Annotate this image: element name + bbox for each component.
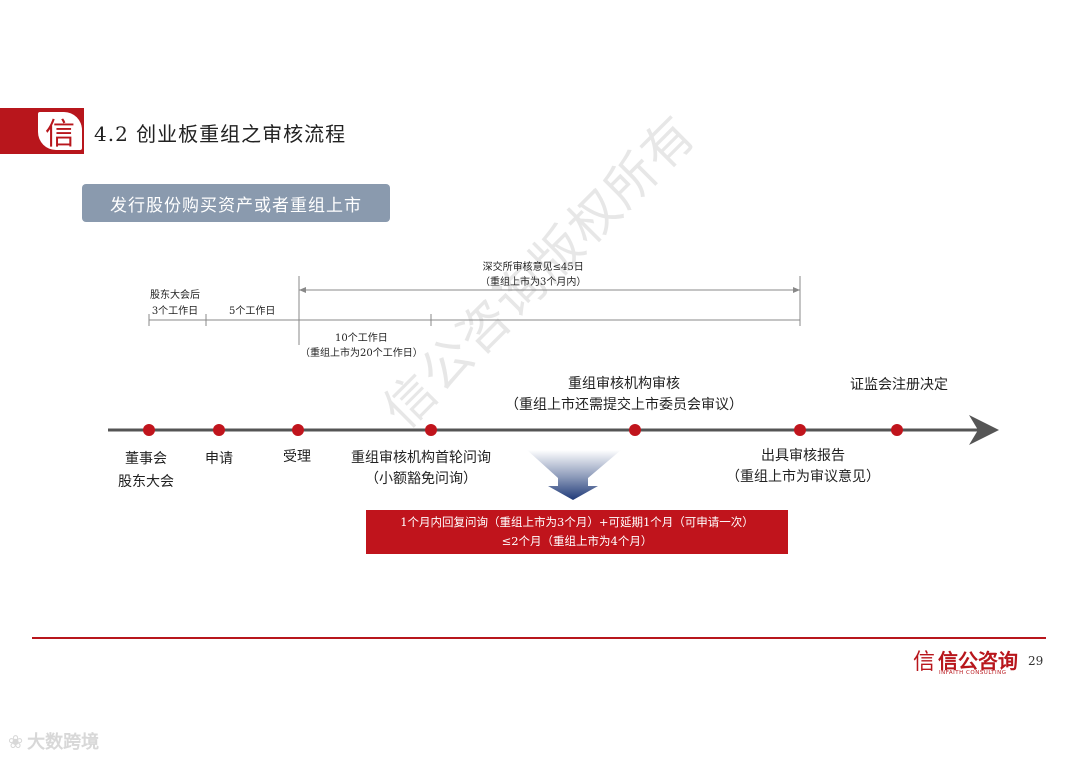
szse-range-left-arrow <box>299 287 306 293</box>
szse-review-label: 深交所审核意见≤45日 （重组上市为3个月内） <box>480 262 587 288</box>
report-label: 出具审核报告 （重组上市为审议意见） <box>726 448 880 485</box>
csrc-decision-label: 证监会注册决定 <box>850 377 948 393</box>
brand-logo-icon: 信 <box>38 112 82 152</box>
node-review-org <box>629 424 641 436</box>
brand-paw-icon: ❀ <box>8 732 24 753</box>
node-apply <box>213 424 225 436</box>
header-logo-block: 信 <box>0 108 84 154</box>
after-meeting-label: 股东大会后 3个工作日 <box>150 290 200 317</box>
page-number: 29 <box>1028 654 1044 668</box>
footer-brand-name: 信公咨询 <box>938 649 1018 673</box>
apply-label: 申请 <box>205 451 233 467</box>
funnel-down-arrow-icon <box>527 450 621 500</box>
first-inquiry-label: 重组审核机构首轮问询 （小额豁免问询） <box>351 450 491 487</box>
szse-range-right-arrow <box>793 287 800 293</box>
node-first-inquiry <box>425 424 437 436</box>
node-report <box>794 424 806 436</box>
board-label: 董事会 股东大会 <box>118 451 174 490</box>
review-org-label: 重组审核机构审核 （重组上市还需提交上市委员会审议） <box>505 376 743 413</box>
accept-label: 受理 <box>283 449 311 465</box>
node-csrc <box>891 424 903 436</box>
footer-brand-sub: INFAITH CONSULTING <box>939 670 1007 676</box>
reply-period-note: 1个月内回复问询（重组上市为3个月）+可延期1个月（可申请一次） ≤2个月（重组… <box>366 510 788 554</box>
node-accept <box>292 424 304 436</box>
five-days-label: 5个工作日 <box>229 306 276 317</box>
bottom-watermark-brand: ❀大数跨境 <box>8 732 100 753</box>
subtitle-box: 发行股份购买资产或者重组上市 <box>82 184 390 222</box>
footer-brand-icon: 信 <box>912 650 935 675</box>
footer-divider <box>32 637 1046 639</box>
ten-days-label: 10个工作日 （重组上市为20个工作日） <box>300 333 423 359</box>
node-board <box>143 424 155 436</box>
page-title: 4.2 创业板重组之审核流程 <box>94 122 347 146</box>
